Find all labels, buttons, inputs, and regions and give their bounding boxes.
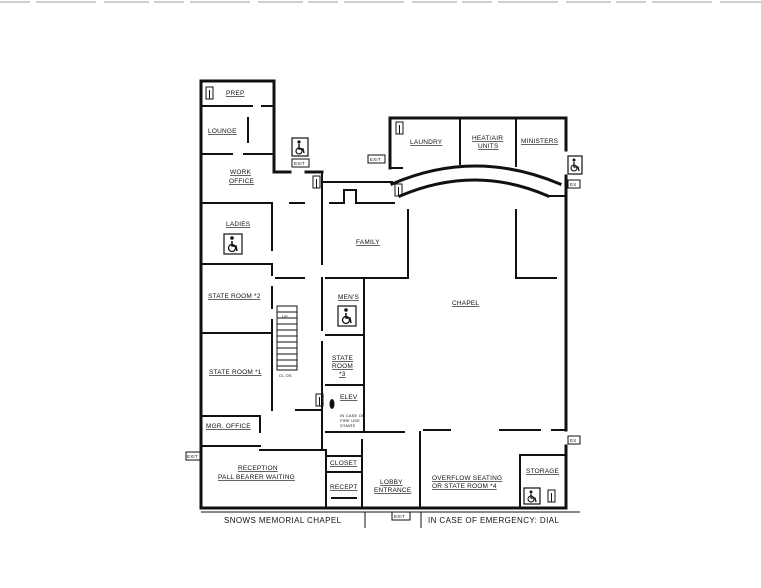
room-label-elev: ELEV: [340, 394, 358, 401]
footer-chapel-name: SNOWS MEMORIAL CHAPEL: [224, 516, 342, 525]
room-label-family: FAMILY: [356, 239, 380, 246]
room-label-state-3-line3: *3: [339, 371, 346, 378]
elevator-marker: [329, 399, 335, 409]
fire-extinguisher-icon: [394, 183, 403, 197]
room-label-overflow: OVERFLOW SEATING: [432, 475, 502, 482]
fire-extinguisher-icon: [547, 489, 556, 503]
stairs-up-label: UP: [282, 314, 288, 319]
wheelchair-icon: [223, 233, 243, 255]
closet-small-label: CL OS: [279, 373, 292, 378]
footer-frame: [201, 511, 580, 528]
room-label-heat-air: HEAT/AIR: [472, 135, 503, 142]
room-label-closet: CLOSET: [330, 460, 357, 467]
room-label-office: OFFICE: [229, 178, 254, 185]
wheelchair-icon: [337, 305, 357, 327]
exit-marker-top-left: EXIT: [291, 158, 310, 168]
room-label-work: WORK: [230, 169, 251, 176]
fire-extinguisher-icon: [205, 86, 214, 100]
exit-marker-left: EXIT: [185, 451, 201, 461]
room-label-state-3-line1: STATE: [332, 355, 353, 362]
room-label-chapel: CHAPEL: [452, 300, 479, 307]
fire-extinguisher-icon: [395, 121, 404, 135]
room-label-state-3-line2: ROOM: [332, 363, 353, 370]
wheelchair-icon: [567, 155, 583, 175]
svg-text:EX: EX: [570, 438, 576, 443]
room-label-entrance: ENTRANCE: [374, 487, 412, 494]
room-label-mgr-office: MGR. OFFICE: [206, 423, 251, 430]
fire-extinguisher-icon: [312, 175, 321, 189]
wall-layout: [199, 79, 568, 510]
room-label-ladies: LADIES: [226, 221, 251, 228]
room-label-ministers: MINISTERS: [521, 138, 559, 145]
wheelchair-icon: [291, 137, 309, 157]
room-label-lobby: LOBBY: [380, 479, 403, 486]
room-label-reception: RECEPTION: [238, 465, 278, 472]
exit-marker-bottom: EXIT: [391, 511, 411, 521]
exit-marker-right-top: EX: [567, 179, 581, 189]
wheelchair-icon: [523, 487, 541, 505]
elev-note-line1: IN CASE OF: [340, 413, 365, 418]
svg-text:EXIT: EXIT: [370, 157, 381, 162]
svg-text:EXIT: EXIT: [294, 161, 305, 166]
footer-emergency: IN CASE OF EMERGENCY: DIAL: [428, 516, 559, 525]
elev-note-line2: FIRE USE: [340, 418, 360, 423]
exit-marker-top-center: EXIT: [367, 154, 386, 164]
room-label-storage: STORAGE: [526, 468, 560, 475]
exit-marker-right-mid: EX: [567, 435, 581, 445]
room-label-recept: RECEPT: [330, 484, 358, 491]
room-label-mens: MEN'S: [338, 294, 359, 301]
elev-note-line3: STAIRS: [340, 423, 355, 428]
svg-text:EX: EX: [570, 182, 576, 187]
svg-text:EXIT: EXIT: [187, 454, 198, 459]
room-label-pall-bearer: PALL BEARER WAITING: [218, 474, 295, 481]
room-label-lounge: LOUNGE: [208, 128, 237, 135]
room-label-state-room-1: STATE ROOM *1: [209, 369, 262, 376]
room-label-state-room-2: STATE ROOM *2: [208, 293, 261, 300]
room-label-units: UNITS: [478, 143, 499, 150]
room-label-prep: PREP: [226, 90, 245, 97]
room-label-state-4: OR STATE ROOM *4: [432, 483, 497, 490]
svg-text:EXIT: EXIT: [394, 514, 405, 519]
room-label-laundry: LAUNDRY: [410, 139, 443, 146]
fire-extinguisher-icon: [315, 393, 324, 407]
